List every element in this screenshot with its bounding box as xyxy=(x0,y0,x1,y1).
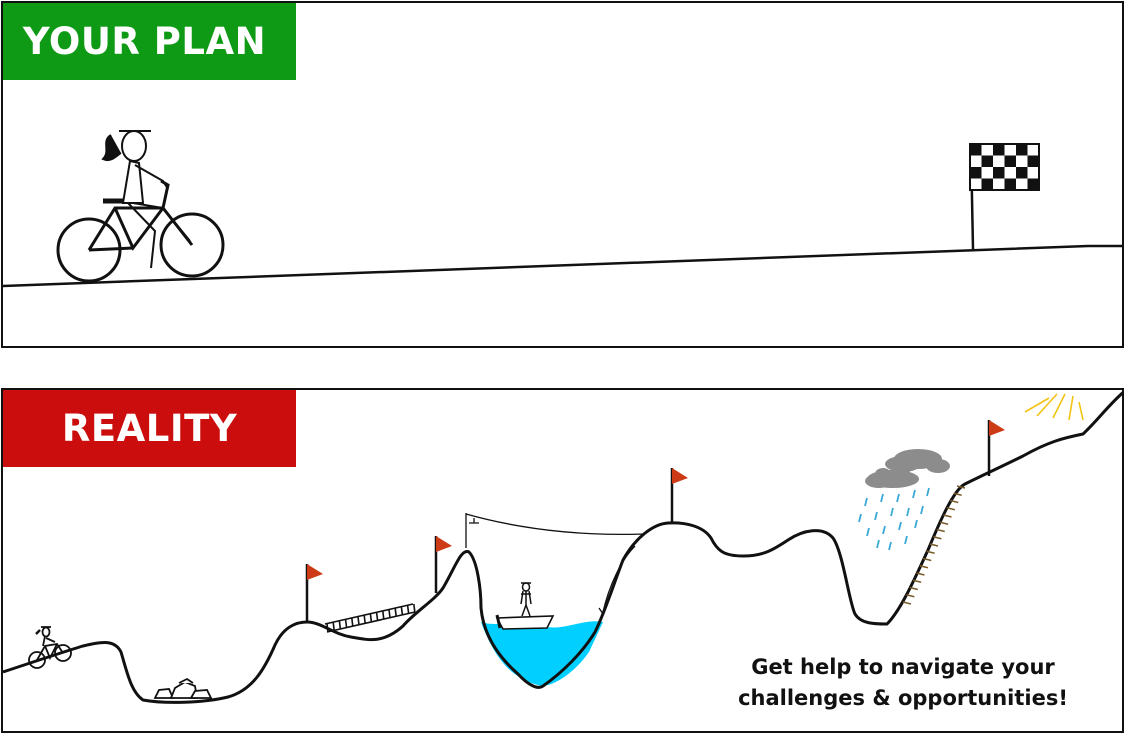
reality-banner-label: REALITY xyxy=(61,407,238,450)
caption: Get help to navigate your challenges & o… xyxy=(703,652,1103,714)
rain-icon xyxy=(858,487,930,551)
plan-banner: YOUR PLAN xyxy=(3,3,296,80)
cyclist-icon xyxy=(56,130,225,283)
flag-icon-1 xyxy=(305,564,323,622)
flag-icon-2 xyxy=(434,536,452,593)
small-cyclist-icon xyxy=(28,626,72,669)
reality-banner: REALITY xyxy=(3,390,296,467)
plan-banner-label: YOUR PLAN xyxy=(22,20,267,63)
flag-icon-3 xyxy=(670,468,688,524)
sun-icon xyxy=(1024,393,1084,421)
plan-panel: YOUR PLAN xyxy=(1,1,1124,348)
plan-road xyxy=(3,244,1122,288)
person-icon xyxy=(520,582,532,617)
reality-panel: REALITY xyxy=(1,388,1124,733)
cloud-icon xyxy=(865,449,950,488)
reality-scene xyxy=(3,391,1122,704)
rope-icon xyxy=(465,513,646,616)
rocks-icon xyxy=(153,677,213,699)
caption-line-1: Get help to navigate your xyxy=(751,655,1055,679)
finish-flag-icon xyxy=(969,143,1040,250)
flag-icon-4 xyxy=(987,420,1005,476)
boat-icon xyxy=(495,614,555,630)
plan-scene xyxy=(3,130,1122,288)
terrain-line xyxy=(3,391,1122,704)
bridge-icon xyxy=(324,603,416,633)
ladder-icon xyxy=(902,485,966,605)
caption-line-2: challenges & opportunities! xyxy=(738,686,1068,710)
